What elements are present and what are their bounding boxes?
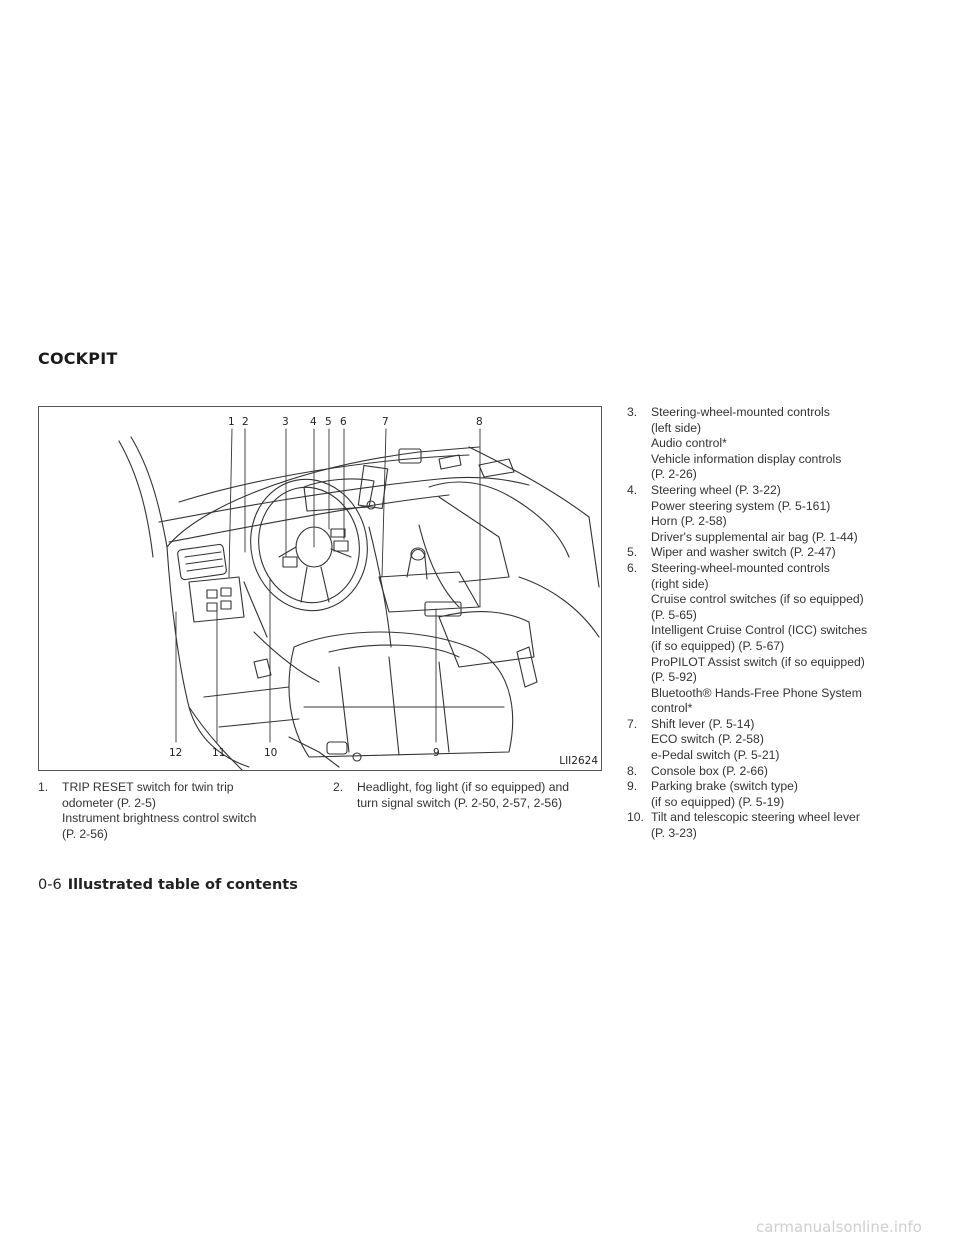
- callout-label: 4: [310, 416, 317, 428]
- list-item: 6. Steering-wheel-mounted controls (righ…: [627, 561, 927, 717]
- item-number: 9.: [627, 779, 638, 794]
- item-text: Headlight, fog light (if so equipped) an…: [357, 780, 570, 794]
- item-text: Wiper and washer switch (P. 2-47): [651, 545, 836, 560]
- item-number: 10.: [627, 810, 644, 825]
- item-text: Bluetooth® Hands-Free Phone System: [651, 685, 862, 700]
- item-text: Console box (P. 2-66): [651, 763, 768, 778]
- list-item: 7. Shift lever (P. 5-14) ECO switch (P. …: [627, 717, 927, 764]
- cockpit-illustration: 1 2 3 4 5 6 7 8 12 11 10 9 LII2624: [38, 406, 602, 771]
- item-text: (P. 5-65): [651, 607, 697, 622]
- item-text: Instrument brightness control switch: [62, 811, 257, 826]
- item-text: Power steering system (P. 5-161): [651, 498, 831, 513]
- item-number: 1.: [38, 780, 49, 794]
- item-text: (right side): [651, 576, 709, 591]
- list-item: 10. Tilt and telescopic steering wheel l…: [627, 810, 927, 841]
- item-number: 5.: [627, 545, 638, 560]
- cockpit-list-col-3: 3. Steering-wheel-mounted controls (left…: [627, 405, 927, 842]
- item-text: ECO switch (P. 2-58): [651, 732, 764, 747]
- page-footer: 0-6 Illustrated table of contents: [38, 877, 298, 893]
- callout-label: 8: [476, 416, 483, 428]
- item-text: Steering wheel (P. 3-22): [651, 482, 781, 497]
- item-text: control*: [651, 701, 693, 716]
- item-text: ProPILOT Assist switch (if so equipped): [651, 654, 865, 669]
- item-text: (P. 2-56): [62, 826, 108, 841]
- callout-label: 12: [169, 747, 183, 759]
- section-title: COCKPIT: [38, 349, 118, 368]
- item-number: 8.: [627, 763, 638, 778]
- item-text: odometer (P. 2-5): [62, 795, 156, 810]
- figure-code: LII2624: [559, 755, 598, 767]
- callout-label: 11: [212, 747, 226, 759]
- page-number: 0-6: [38, 877, 62, 893]
- item-text: (P. 3-23): [651, 826, 697, 841]
- item-text: Driver's supplemental air bag (P. 1-44): [651, 529, 858, 544]
- item-text: (if so equipped) (P. 5-67): [651, 638, 785, 653]
- cockpit-list-col-1: 1. TRIP RESET switch for twin trip odome…: [38, 780, 308, 842]
- list-item: 9. Parking brake (switch type) (if so eq…: [627, 779, 927, 810]
- callout-label: 10: [264, 747, 278, 759]
- item-text: (left side): [651, 420, 702, 435]
- item-text: Audio control*: [651, 436, 727, 451]
- item-text: Vehicle information display controls: [651, 451, 842, 466]
- list-item: 5. Wiper and washer switch (P. 2-47): [627, 545, 927, 561]
- item-number: 3.: [627, 405, 638, 419]
- list-item: 8. Console box (P. 2-66): [627, 764, 927, 780]
- cockpit-list-col-2: 2. Headlight, fog light (if so equipped)…: [333, 780, 603, 811]
- list-item: 1. TRIP RESET switch for twin trip odome…: [38, 780, 308, 842]
- list-item: 4. Steering wheel (P. 3-22) Power steeri…: [627, 483, 927, 545]
- item-number: 2.: [333, 780, 344, 794]
- callout-label: 9: [433, 747, 440, 759]
- callout-label: 2: [242, 416, 249, 428]
- item-text: Steering-wheel-mounted controls: [651, 560, 830, 575]
- callout-label: 1: [228, 416, 235, 428]
- item-text: TRIP RESET switch for twin trip: [62, 780, 234, 794]
- item-text: Steering-wheel-mounted controls: [651, 405, 830, 419]
- item-text: Shift lever (P. 5-14): [651, 716, 755, 731]
- item-text: Tilt and telescopic steering wheel lever: [651, 810, 860, 825]
- item-text: (P. 2-26): [651, 467, 697, 482]
- watermark: carmanualsonline.info: [756, 1218, 922, 1236]
- list-item: 3. Steering-wheel-mounted controls (left…: [627, 405, 927, 483]
- item-text: Cruise control switches (if so equipped): [651, 592, 864, 607]
- callout-label: 7: [382, 416, 389, 428]
- item-text: e-Pedal switch (P. 5-21): [651, 748, 780, 763]
- callout-label: 6: [340, 416, 347, 428]
- item-number: 6.: [627, 560, 638, 575]
- item-text: Intelligent Cruise Control (ICC) switche…: [651, 623, 868, 638]
- callout-label: 3: [282, 416, 289, 428]
- callout-label: 5: [325, 416, 332, 428]
- cockpit-drawing: [118, 428, 600, 770]
- item-number: 7.: [627, 716, 638, 731]
- item-text: (P. 5-92): [651, 670, 697, 685]
- item-text: (if so equipped) (P. 5-19): [651, 794, 785, 809]
- item-text: turn signal switch (P. 2-50, 2-57, 2-56): [357, 795, 563, 810]
- footer-title: Illustrated table of contents: [67, 877, 298, 893]
- item-text: Parking brake (switch type): [651, 779, 798, 794]
- list-item: 2. Headlight, fog light (if so equipped)…: [333, 780, 603, 811]
- item-text: Horn (P. 2-58): [651, 514, 727, 529]
- item-number: 4.: [627, 482, 638, 497]
